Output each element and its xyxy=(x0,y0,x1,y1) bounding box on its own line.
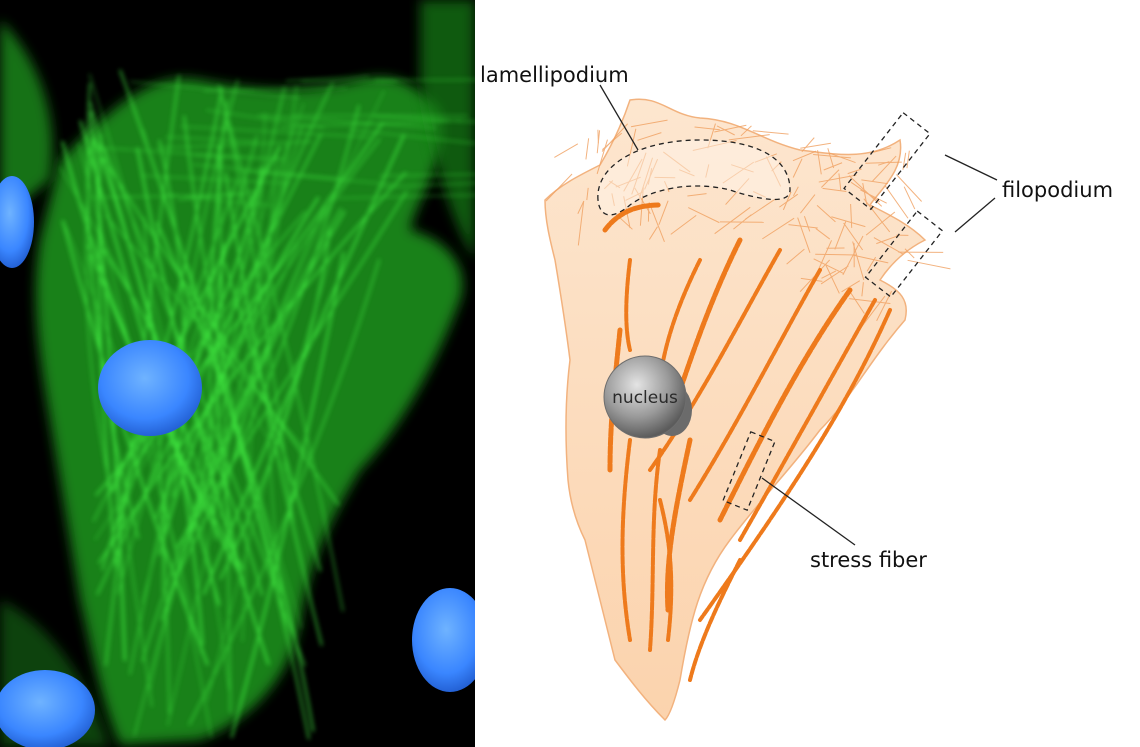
filopodium-label: filopodium xyxy=(1002,178,1113,202)
actin-mesh-filament xyxy=(908,260,951,269)
filopodium-callout-line-top xyxy=(945,155,997,180)
actin-mesh-filament xyxy=(802,138,814,152)
actin-mesh-filament xyxy=(800,143,831,148)
lamellipodium-label: lamellipodium xyxy=(480,63,629,87)
actin-mesh-filament xyxy=(586,138,589,159)
nucleus-label: nucleus xyxy=(612,388,678,408)
actin-mesh-filament xyxy=(904,187,915,209)
cell-schematic: nucleus lamellipodium filopodium stress … xyxy=(475,0,1140,747)
actin-mesh-filament xyxy=(753,131,789,134)
actin-mesh-filament xyxy=(554,144,577,158)
stress-fiber-label: stress fiber xyxy=(810,548,927,572)
actin-mesh-filament xyxy=(885,186,908,218)
nucleus-blob xyxy=(98,340,202,436)
fluorescence-micrograph xyxy=(0,0,475,747)
filopodium-callout-line-bottom xyxy=(955,198,995,232)
